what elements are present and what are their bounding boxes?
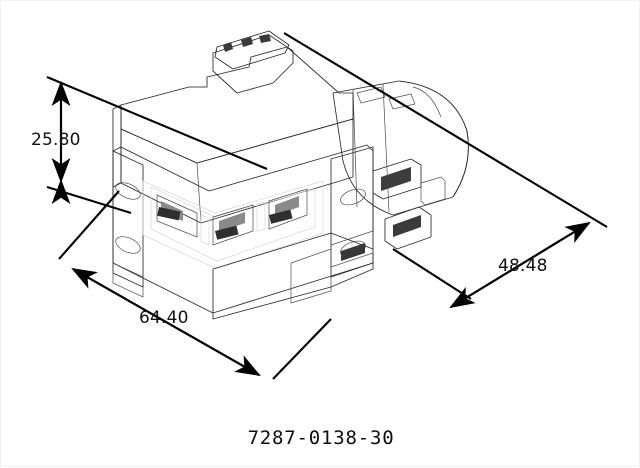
dimension-length: 64.40 [58, 190, 332, 380]
side-retainer-tabs [372, 158, 446, 206]
housing-top-face [120, 46, 354, 164]
top-latch [212, 30, 294, 94]
housing-front-face [120, 118, 354, 224]
terminal-cavity-2 [212, 204, 254, 246]
terminal-cavity-3 [268, 188, 308, 230]
dimension-label-length: 64.40 [139, 308, 189, 328]
part-number-label: 7287-0138-30 [248, 427, 395, 449]
dimension-depth: 48.48 [283, 32, 608, 309]
dimension-label-depth: 48.48 [498, 256, 548, 276]
rear-cylindrical-cap [332, 80, 469, 216]
connector-shroud [112, 144, 374, 314]
bottom-left-foot [112, 262, 144, 298]
inner-terminal-housing [142, 180, 324, 270]
housing-left-face [112, 104, 122, 188]
dimension-label-height: 25.80 [31, 130, 81, 150]
lower-skirt [212, 206, 432, 320]
connector-body [112, 30, 469, 320]
terminal-cavity-1 [156, 194, 198, 238]
dimension-height: 25.80 [31, 76, 268, 215]
